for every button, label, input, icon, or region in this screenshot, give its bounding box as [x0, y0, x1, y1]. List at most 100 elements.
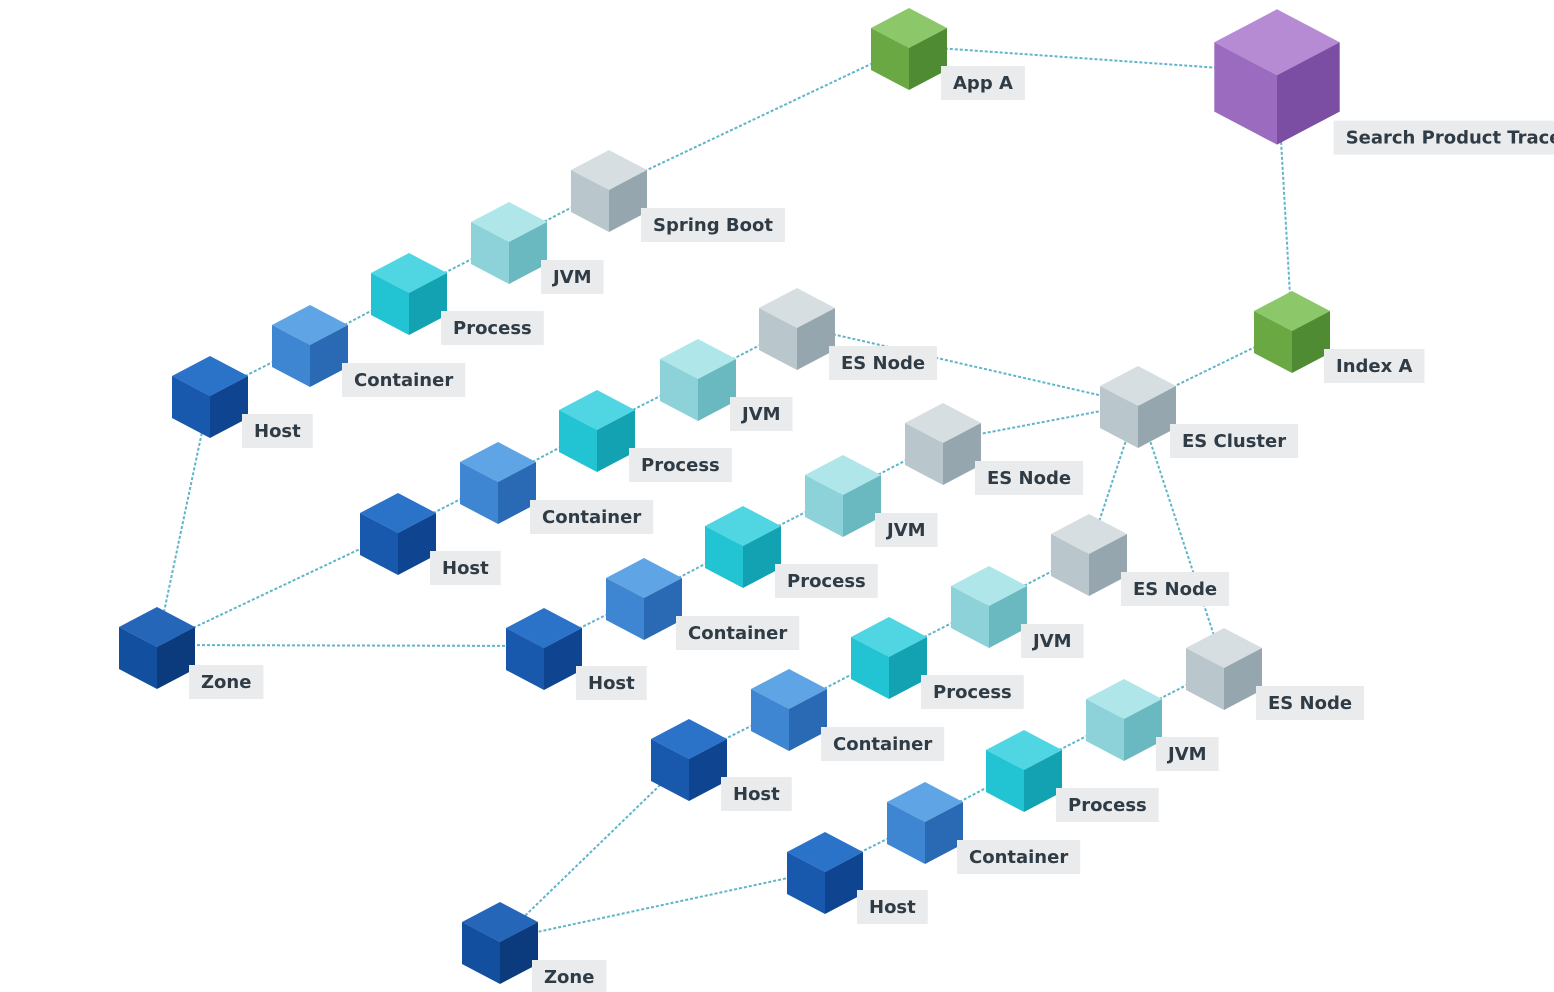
cube-left-face: [172, 376, 210, 438]
node-index-a[interactable]: Index A: [1254, 291, 1425, 383]
cube-right-face: [644, 578, 682, 640]
edge-container-4-to-host-4: [824, 819, 926, 871]
cube-right-face: [1138, 386, 1176, 448]
node-label-box: [441, 311, 544, 345]
host-cube-icon: [787, 832, 863, 914]
node-es-node-2[interactable]: ES Node: [905, 403, 1084, 495]
node-label: JVM: [1031, 631, 1072, 652]
node-label: Search Product Trace: [1346, 128, 1554, 149]
cube-right-face: [597, 410, 635, 472]
node-container-2[interactable]: Container: [606, 558, 800, 650]
cube-left-face: [360, 513, 398, 575]
cube-right-face: [989, 586, 1027, 648]
trace-cube-icon: [1214, 9, 1340, 145]
node-label: ES Cluster: [1182, 431, 1286, 452]
node-process-a[interactable]: Process: [371, 253, 544, 345]
node-label: JVM: [740, 404, 781, 425]
edge-jvm-a-to-process-a: [408, 239, 510, 292]
container-cube-icon: [460, 442, 536, 524]
edge-es-node-4-to-jvm-4: [1123, 665, 1225, 718]
node-label: Container: [969, 847, 1068, 868]
node-label-box: [821, 727, 945, 761]
node-process-2[interactable]: Process: [705, 506, 878, 598]
node-es-node-3[interactable]: ES Node: [1051, 514, 1230, 606]
cube-right-face: [943, 423, 981, 485]
node-host-1[interactable]: Host: [360, 493, 501, 585]
cube-left-face: [1100, 386, 1138, 448]
node-label-box: [941, 66, 1025, 100]
cube-right-face: [797, 308, 835, 370]
node-jvm-1[interactable]: JVM: [660, 339, 793, 431]
edge-es-node-2-to-jvm-2: [842, 440, 944, 494]
node-spring-boot[interactable]: Spring Boot: [571, 150, 785, 242]
node-label-box: [721, 777, 792, 811]
node-es-node-4[interactable]: ES Node: [1186, 628, 1365, 720]
node-label: Index A: [1336, 356, 1412, 377]
node-container-3[interactable]: Container: [751, 669, 945, 761]
node-label-box: [1056, 788, 1159, 822]
node-label: Host: [869, 897, 916, 918]
node-container-4[interactable]: Container: [887, 782, 1081, 874]
node-container-a[interactable]: Container: [272, 305, 466, 397]
cube-right-face: [157, 627, 195, 689]
node-label-box: [1021, 624, 1084, 658]
node-process-1[interactable]: Process: [559, 390, 732, 482]
cube-left-face: [471, 222, 509, 284]
runtime-cube-icon: [951, 566, 1027, 648]
node-label: ES Node: [1133, 579, 1217, 600]
node-jvm-4[interactable]: JVM: [1086, 679, 1219, 771]
cube-right-face: [310, 325, 348, 387]
process-cube-icon: [851, 617, 927, 699]
node-host-2[interactable]: Host: [506, 608, 647, 700]
process-cube-icon: [559, 390, 635, 472]
node-jvm-2[interactable]: JVM: [805, 455, 938, 547]
zone-cube-icon: [462, 902, 538, 984]
edge-process-2-to-container-2: [643, 543, 744, 597]
node-es-cluster[interactable]: ES Cluster: [1100, 366, 1299, 458]
node-es-node-1[interactable]: ES Node: [759, 288, 938, 380]
container-cube-icon: [606, 558, 682, 640]
cube-left-face: [1214, 42, 1277, 145]
edge-container-2-to-host-2: [543, 595, 645, 647]
node-label: Host: [254, 421, 301, 442]
node-label-box: [430, 551, 501, 585]
node-zone-1[interactable]: Zone: [119, 607, 264, 699]
edge-container-1-to-host-1: [397, 479, 499, 532]
node-process-4[interactable]: Process: [986, 730, 1159, 822]
node-host-3[interactable]: Host: [651, 719, 792, 811]
node-label: Process: [641, 455, 720, 476]
runtime-cube-icon: [805, 455, 881, 537]
node-label: Process: [453, 318, 532, 339]
container-cube-icon: [272, 305, 348, 387]
cube-right-face: [909, 28, 947, 90]
cube-right-face: [889, 637, 927, 699]
node-jvm-3[interactable]: JVM: [951, 566, 1084, 658]
cube-right-face: [1124, 699, 1162, 761]
node-label-box: [857, 890, 928, 924]
node-host-4[interactable]: Host: [787, 832, 928, 924]
service-cube-icon: [905, 403, 981, 485]
node-host-a[interactable]: Host: [172, 356, 313, 448]
cube-left-face: [986, 750, 1024, 812]
node-label: JVM: [551, 267, 592, 288]
edge-es-cluster-to-es-node-4: [1137, 403, 1225, 667]
node-zone-2[interactable]: Zone: [462, 902, 607, 992]
cube-right-face: [498, 462, 536, 524]
node-app-a[interactable]: App A: [871, 8, 1025, 100]
cube-left-face: [651, 739, 689, 801]
cube-right-face: [925, 802, 963, 864]
node-jvm-a[interactable]: JVM: [471, 202, 604, 294]
cube-right-face: [1292, 311, 1330, 373]
node-label-box: [541, 260, 604, 294]
edge-process-a-to-container-a: [309, 290, 410, 344]
cube-left-face: [371, 273, 409, 335]
node-process-3[interactable]: Process: [851, 617, 1024, 709]
cube-left-face: [1186, 648, 1224, 710]
node-search-product-trace[interactable]: Search Product Trace: [1214, 9, 1554, 155]
node-label-box: [532, 960, 607, 992]
node-container-1[interactable]: Container: [460, 442, 654, 534]
cube-right-face: [825, 852, 863, 914]
edge-process-1-to-container-1: [497, 427, 598, 481]
cube-right-face: [843, 475, 881, 537]
